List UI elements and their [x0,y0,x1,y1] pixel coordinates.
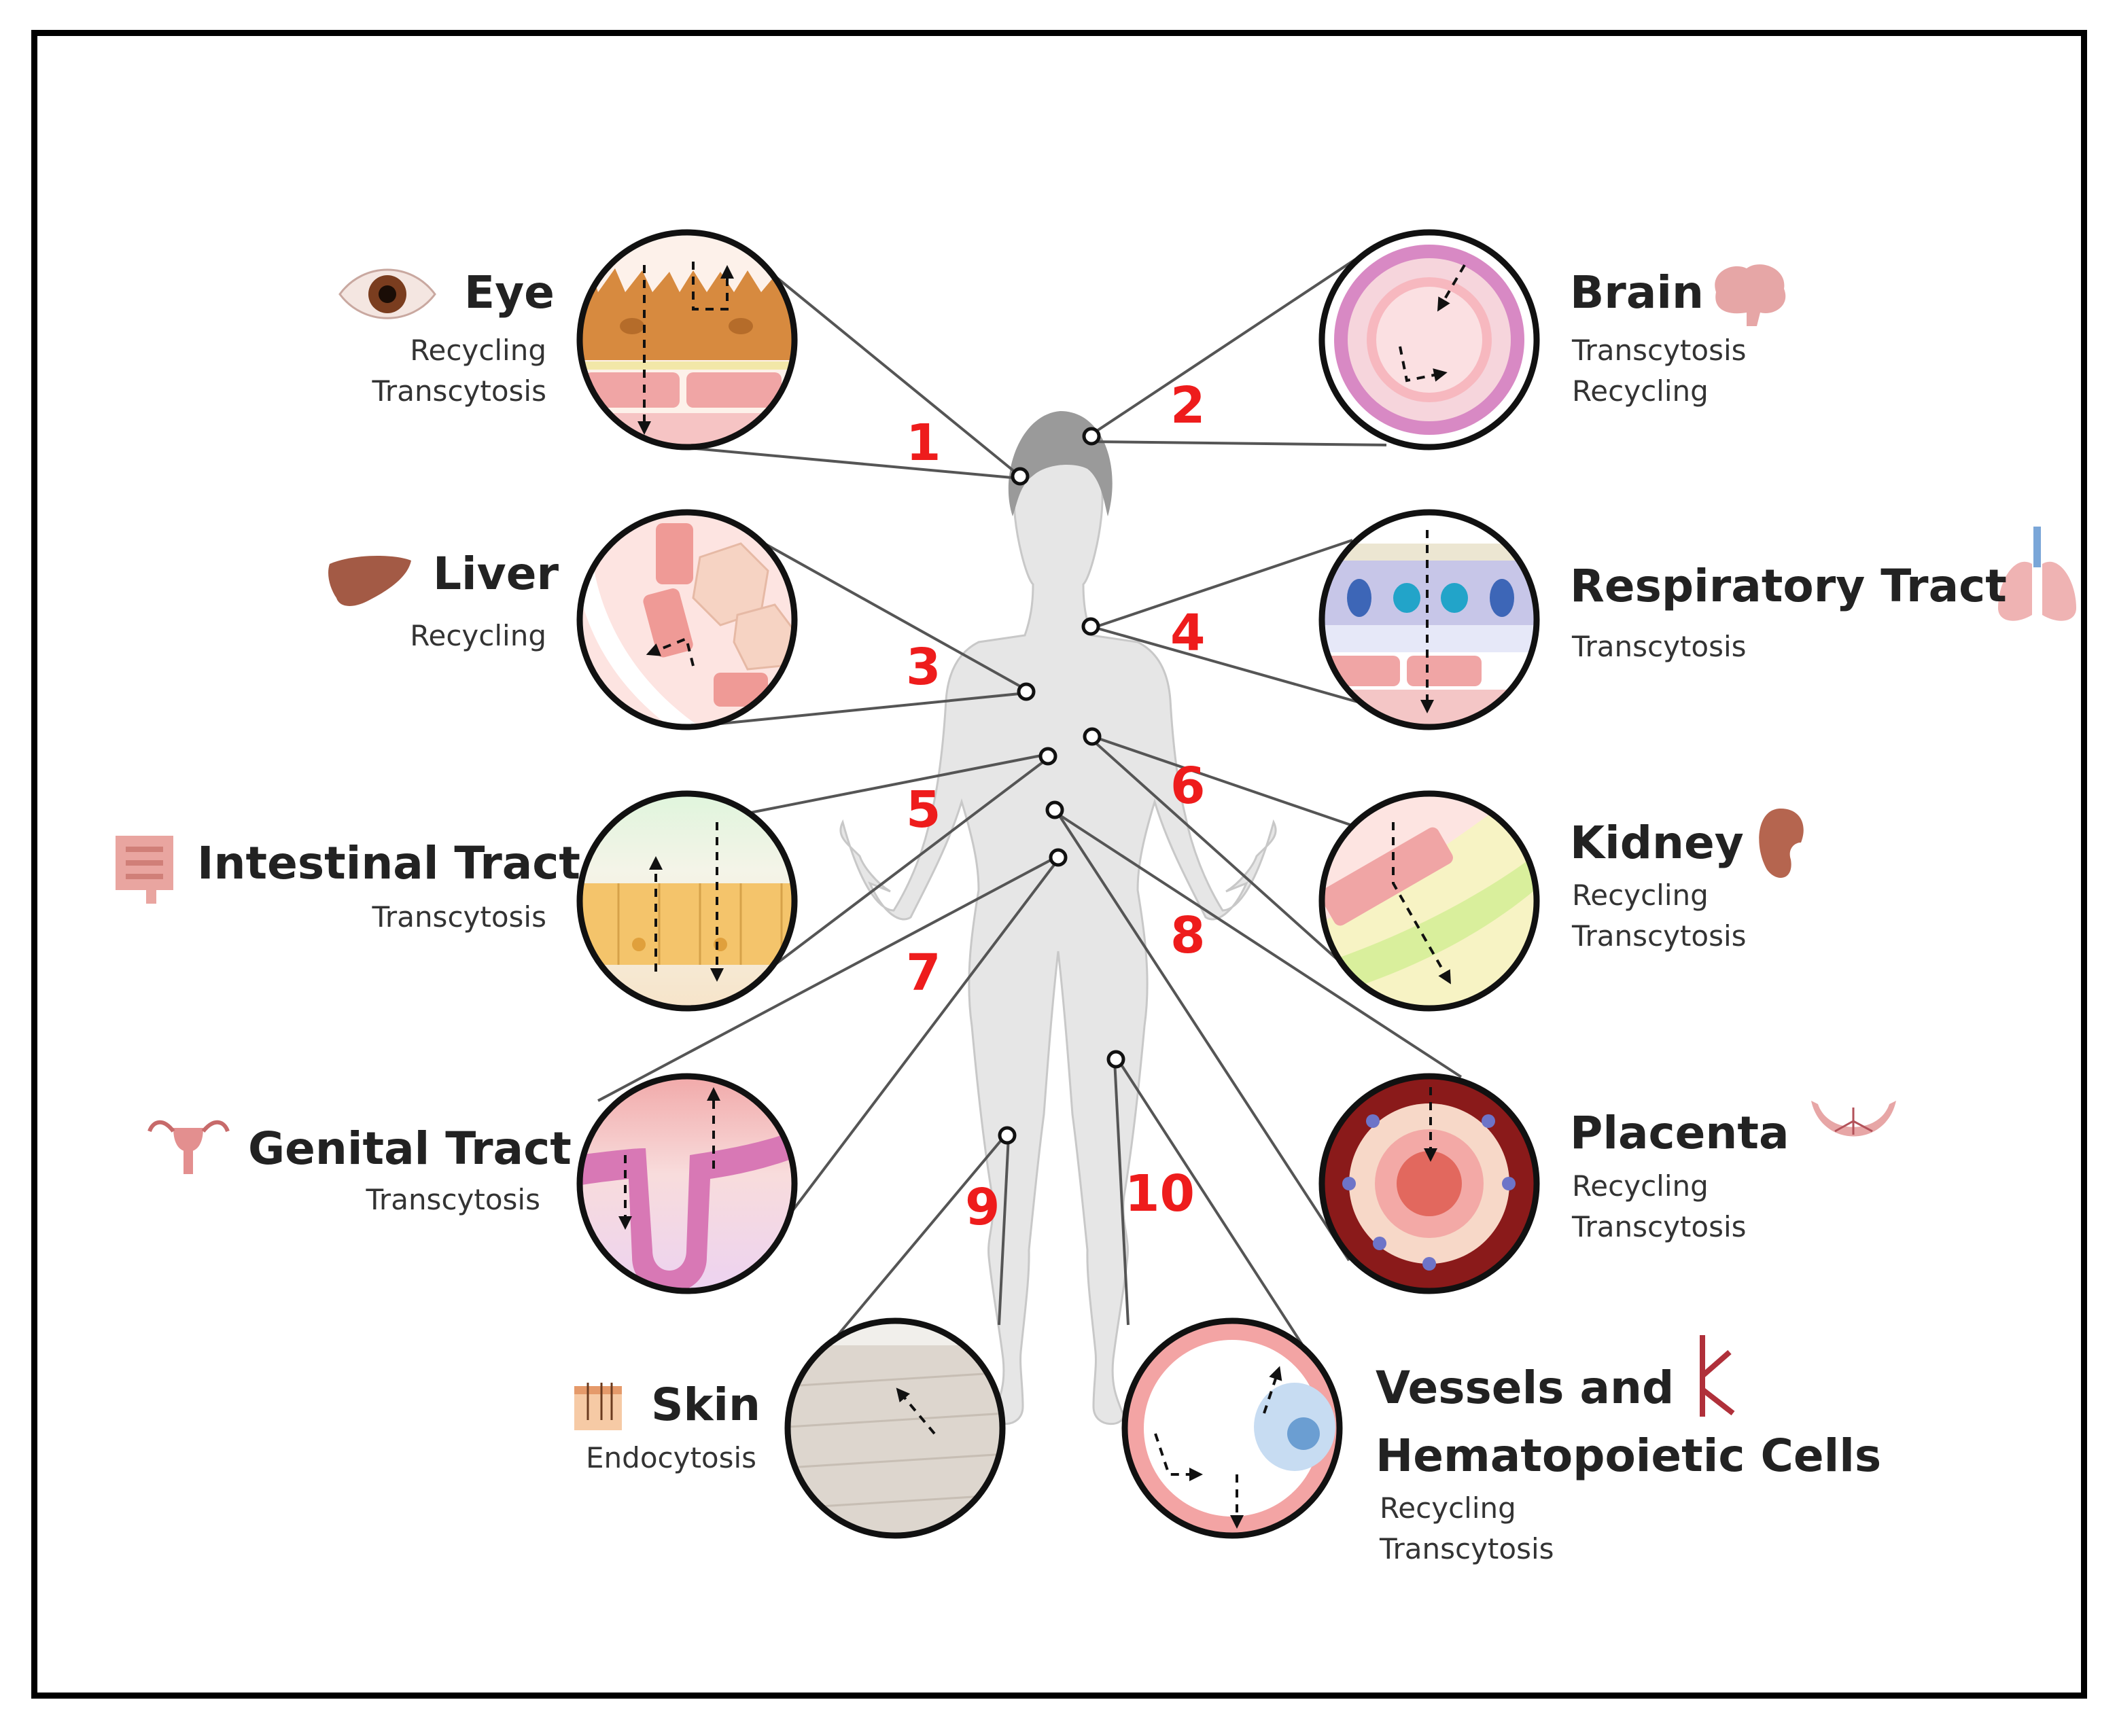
organ-title-respiratory: Respiratory Tract [1570,560,2007,612]
organ-mechanism-brain-2: Recycling [1572,374,1709,408]
skin-tissue-circle [784,1317,1006,1539]
organ-mechanism-brain-1: Transcytosis [1572,334,1747,367]
human-body [839,411,1277,1425]
number-label-vessels: 10 [1125,1165,1195,1223]
organ-mechanism-intestinal-1: Transcytosis [372,900,546,934]
placenta-icon [1811,1101,1896,1137]
respiratory-tissue-circle [1318,509,1540,730]
organ-title-genital: Genital Tract [248,1122,572,1175]
number-label-genital: 7 [906,944,941,1002]
intestine-icon [116,836,173,904]
kidney-tissue-circle [1318,790,1540,1012]
organ-mechanism-eye-2: Transcytosis [372,374,546,408]
organ-mechanism-liver-1: Recycling [410,619,546,652]
organ-title-vessels-line2: Hematopoietic Cells [1376,1430,1882,1482]
kidney-icon [1759,809,1804,878]
genital-tissue-circle [576,1073,798,1294]
organ-mechanism-eye-1: Recycling [410,334,546,367]
number-label-liver: 3 [906,638,941,696]
organ-mechanism-skin-1: Endocytosis [586,1441,757,1474]
skin-icon [574,1383,622,1430]
organ-mechanism-respiratory-1: Transcytosis [1572,630,1747,663]
brain-icon [1715,264,1786,326]
figure-frame [31,30,2087,1699]
organ-title-skin: Skin [651,1379,761,1431]
vessels-tissue-circle [1121,1317,1343,1539]
number-label-eye: 1 [906,414,941,472]
brain-tissue-circle [1318,229,1540,450]
organ-title-eye: Eye [464,266,555,319]
intestinal-tissue-circle [576,790,798,1012]
body-markers [998,427,1125,1145]
uterus-icon [147,1120,230,1174]
organ-title-intestinal: Intestinal Tract [197,837,580,889]
organ-mechanism-genital-1: Transcytosis [366,1183,540,1216]
organ-mechanism-vessels-2: Transcytosis [1380,1532,1554,1565]
organ-title-brain: Brain [1570,266,1704,319]
organ-title-kidney: Kidney [1570,817,1744,869]
organ-mechanism-placenta-1: Recycling [1572,1169,1709,1203]
organ-title-vessels-line1: Vessels and [1376,1362,1675,1414]
blood-vessel-icon [1700,1335,1735,1417]
lungs-icon [1998,527,2076,621]
number-label-respiratory: 4 [1170,604,1206,662]
eye-tissue-circle [576,229,798,450]
number-label-skin: 9 [965,1178,1000,1237]
organ-mechanism-kidney-1: Recycling [1572,879,1709,912]
eye-icon [338,268,436,319]
organ-title-liver: Liver [433,548,559,600]
number-label-placenta: 8 [1170,906,1206,965]
organ-mechanism-kidney-2: Transcytosis [1572,919,1747,953]
number-label-brain: 2 [1170,376,1206,435]
number-label-kidney: 6 [1170,757,1206,815]
liver-tissue-circle [576,509,798,730]
organ-mechanism-vessels-1: Recycling [1380,1491,1516,1525]
number-label-intestinal: 5 [906,781,941,839]
placenta-tissue-circle [1318,1073,1540,1294]
organ-mechanism-placenta-2: Transcytosis [1572,1210,1747,1243]
organ-title-placenta: Placenta [1570,1107,1789,1159]
liver-icon [328,556,411,606]
